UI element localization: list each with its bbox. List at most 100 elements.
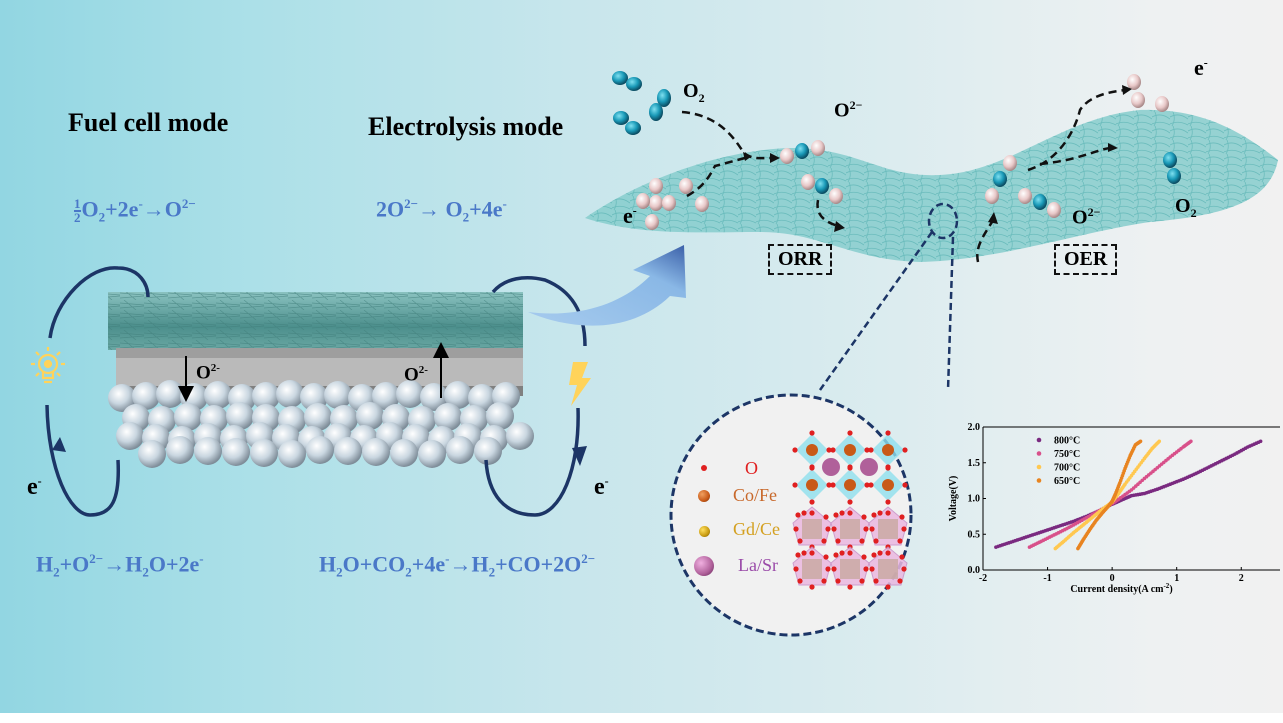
oxygen-atom	[835, 578, 841, 584]
fuel-cell-anode-equation: H2+O2−→H2O+2e-	[36, 551, 204, 580]
oxygen-atom	[901, 566, 907, 572]
fluorite-core	[840, 559, 860, 579]
oxygen-atom	[809, 465, 815, 471]
anode-particle	[166, 436, 194, 464]
lasr-atom	[860, 458, 878, 476]
oxygen-atom	[864, 447, 870, 453]
oxygen-atom	[833, 512, 839, 518]
oxygen-atom	[869, 566, 875, 572]
oxygen-atom	[825, 526, 831, 532]
anode-particle	[390, 439, 418, 467]
oxygen-atom	[885, 465, 891, 471]
surface-electron-label-left: e-	[623, 203, 637, 228]
oxygen-atom	[902, 482, 908, 488]
oxygen-atom	[885, 510, 891, 516]
oxygen-atom	[809, 550, 815, 556]
oxygen-atom	[847, 510, 853, 516]
anode-particle	[486, 402, 514, 430]
oxygen-atom	[809, 510, 815, 516]
fluorite-core	[840, 519, 860, 539]
cofe-atom	[844, 479, 856, 491]
fluorite-core	[802, 559, 822, 579]
oxygen-atom	[792, 482, 798, 488]
oxygen-atom-swatch	[701, 465, 707, 471]
oxygen-atom	[809, 430, 815, 436]
cofe-atom	[806, 479, 818, 491]
oxygen-atom	[885, 584, 891, 590]
oxygen-atom	[885, 550, 891, 556]
oxygen-atom	[897, 578, 903, 584]
oxygen-atom	[885, 430, 891, 436]
oxygen-atom	[847, 465, 853, 471]
anode-particle	[362, 438, 390, 466]
oxygen-atom	[823, 514, 829, 520]
anode-particle	[174, 403, 202, 431]
surface-electron-label-right: e-	[1194, 55, 1208, 80]
anode-particle	[356, 402, 384, 430]
anode-particle	[304, 403, 332, 431]
anode-particle	[446, 436, 474, 464]
oxygen-atom	[869, 526, 875, 532]
oxygen-atom	[859, 578, 865, 584]
oxygen-atom	[885, 499, 891, 505]
lightning-icon	[569, 362, 591, 406]
anode-particle	[226, 402, 254, 430]
cell-stack	[108, 292, 534, 468]
oxygen-atom	[801, 550, 807, 556]
oxygen-atom	[861, 554, 867, 560]
oxygen-atom	[839, 510, 845, 516]
anode-particle	[444, 381, 472, 409]
oxygen-atom	[899, 514, 905, 520]
anode-particle	[250, 439, 278, 467]
anode-particle	[252, 382, 280, 410]
fluorite-core	[802, 519, 822, 539]
electron-label-right: e-	[594, 474, 609, 500]
oxygen-atom	[823, 554, 829, 560]
anode-particle	[204, 381, 232, 409]
anode-particle	[278, 440, 306, 468]
anode-particle	[108, 384, 136, 412]
oxygen-atom	[793, 566, 799, 572]
cofe-atom	[806, 444, 818, 456]
electrolyte-layer	[116, 348, 523, 358]
oxygen-atom	[830, 447, 836, 453]
electron-label-left: e-	[27, 474, 42, 500]
anode-particle	[506, 422, 534, 450]
oxygen-atom	[877, 550, 883, 556]
oxygen-atom	[809, 499, 815, 505]
anode-particle	[306, 436, 334, 464]
oxygen-atom	[792, 447, 798, 453]
reaction-path-arrows	[681, 88, 1126, 263]
o2-evolved-label: O2	[1175, 195, 1197, 220]
anode-particle	[334, 437, 362, 465]
oxygen-atom	[821, 538, 827, 544]
electrolysis-anode-equation: 2O2−→ O2+4e-	[376, 196, 507, 225]
cofe-atom-swatch	[698, 490, 710, 502]
oxygen-atom	[801, 510, 807, 516]
oxygen-atom	[826, 447, 832, 453]
cofe-atom	[882, 479, 894, 491]
anode-particle	[434, 403, 462, 431]
surface-atoms	[636, 74, 1181, 230]
anode-particle	[474, 437, 502, 465]
oxygen-atom	[847, 550, 853, 556]
oxygen-atom	[871, 552, 877, 558]
oxygen-atom	[795, 512, 801, 518]
electrolysis-cathode-equation: H2O+CO2+4e-→H2+CO+2O2−	[319, 551, 596, 580]
oxygen-atom	[793, 526, 799, 532]
electrolysis-mode-title: Electrolysis mode	[368, 112, 564, 141]
cofe-atom	[844, 444, 856, 456]
anode-particle	[194, 437, 222, 465]
ion-label-fuel-cell: O2-	[196, 362, 220, 384]
oxygen-atom	[868, 447, 874, 453]
oxygen-atom	[839, 550, 845, 556]
oxygen-atom	[859, 538, 865, 544]
zoom-callout	[818, 202, 959, 391]
oxygen-atom	[877, 510, 883, 516]
oxygen-atom	[899, 554, 905, 560]
fluorite-core	[878, 519, 898, 539]
crystal-structure	[792, 430, 908, 590]
anode-particle	[116, 422, 144, 450]
